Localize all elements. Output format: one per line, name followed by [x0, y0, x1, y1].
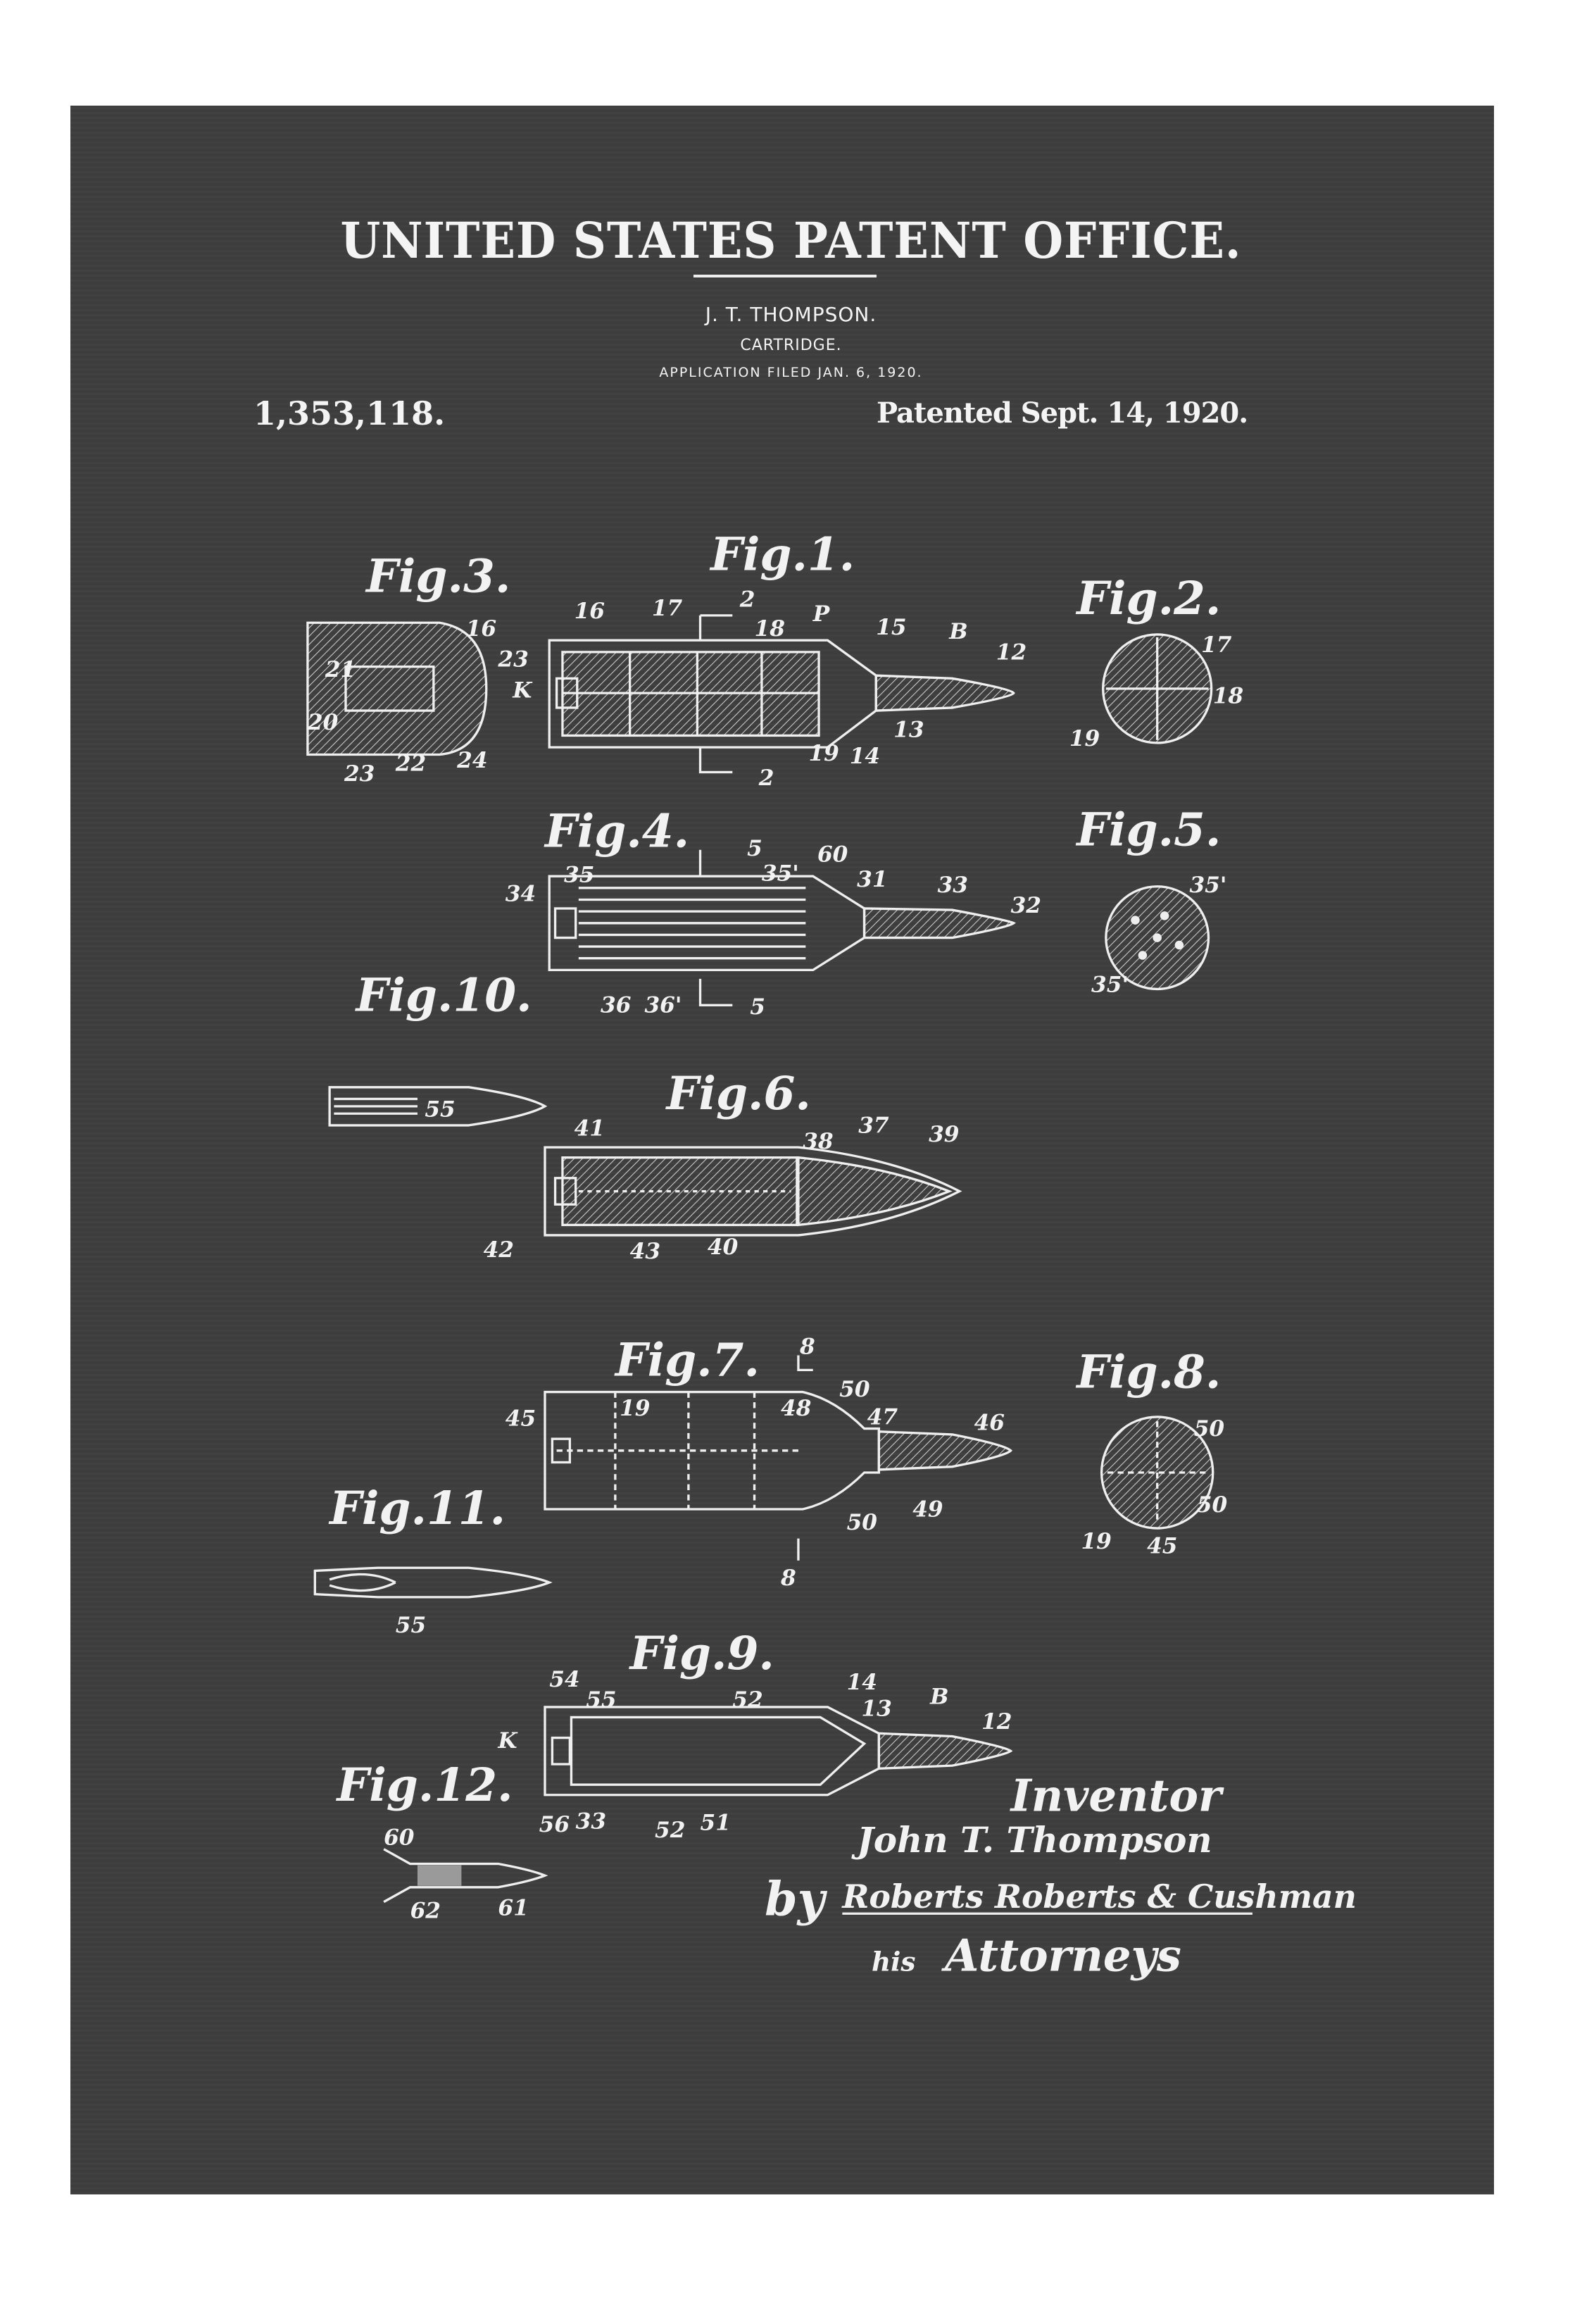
reference-numeral: 47 [867, 1404, 898, 1430]
reference-numeral: 31 [857, 867, 887, 892]
reference-numeral: 33 [938, 873, 968, 898]
reference-numeral: 35' [762, 861, 799, 886]
reference-numeral: 42 [484, 1237, 514, 1263]
reference-numeral: 50 [1197, 1492, 1228, 1518]
reference-numeral: 49 [912, 1497, 943, 1522]
reference-numeral: B [929, 1685, 948, 1710]
reference-numeral: 35' [1091, 973, 1129, 998]
reference-numeral: K [497, 1728, 518, 1754]
reference-numeral: 33 [576, 1809, 606, 1835]
reference-numeral: 37 [858, 1113, 889, 1138]
reference-numeral: 19 [620, 1396, 650, 1421]
reference-numeral: 35' [1189, 873, 1226, 898]
reference-numeral: 55 [396, 1613, 426, 1638]
figure-title: Fig.6. [665, 1067, 811, 1120]
reference-numeral: 45 [1147, 1533, 1177, 1558]
reference-numeral: 62 [410, 1899, 441, 1924]
reference-numeral: 5 [750, 994, 765, 1020]
figure-title: Fig.3. [365, 550, 510, 604]
reference-numeral: 17 [652, 596, 683, 621]
reference-numeral: 12 [996, 639, 1027, 665]
inventor-signature: John T. Thompson [851, 1819, 1212, 1861]
his-text: his [872, 1946, 916, 1977]
reference-numeral: 55 [425, 1097, 455, 1122]
reference-numeral: 19 [1081, 1529, 1111, 1554]
reference-numeral: 8 [780, 1566, 796, 1591]
reference-numeral: 48 [781, 1396, 811, 1421]
fig6-cartridge [545, 1147, 960, 1235]
by-text: by [765, 1870, 828, 1926]
reference-numeral: 41 [575, 1116, 605, 1141]
reference-numeral: 36' [644, 993, 682, 1018]
inventor-label: Inventor [1010, 1770, 1224, 1822]
reference-numeral: 34 [506, 882, 536, 907]
reference-numeral: 21 [325, 657, 356, 682]
figure-title: Fig.7. [614, 1334, 760, 1387]
reference-numeral: 13 [861, 1696, 891, 1721]
reference-numeral: 39 [929, 1122, 959, 1147]
reference-numeral: 52 [732, 1687, 762, 1713]
reference-numeral: 18 [755, 616, 785, 642]
reference-numeral: 46 [974, 1411, 1005, 1436]
reference-numeral: 38 [803, 1129, 833, 1154]
reference-numeral: K [512, 677, 533, 703]
fig2-cross-section [1103, 635, 1212, 743]
reference-numeral: 16 [575, 599, 605, 624]
reference-numeral: 56 [539, 1812, 570, 1837]
reference-numeral: 2 [758, 766, 774, 791]
reference-numeral: 5 [747, 836, 762, 861]
figure-title: Fig.8. [1075, 1345, 1221, 1399]
reference-numeral: 51 [701, 1811, 731, 1836]
reference-numeral: 2 [739, 587, 755, 612]
figure-title: Fig.4. [544, 805, 689, 858]
reference-numeral: 50 [847, 1510, 878, 1535]
reference-numeral: P [812, 601, 831, 627]
reference-numeral: 36 [601, 993, 631, 1018]
reference-numeral: 18 [1213, 684, 1243, 709]
reference-numeral: 55 [586, 1687, 616, 1713]
reference-numeral: 50 [839, 1377, 870, 1402]
figure-title: Fig.12. [336, 1758, 513, 1812]
attorneys-label: Attorneys [941, 1929, 1181, 1981]
reference-numeral: 54 [549, 1667, 579, 1692]
reference-numeral: 52 [655, 1818, 685, 1843]
figure-title: Fig.11. [328, 1482, 506, 1535]
figure-title: Fig.9. [629, 1627, 774, 1680]
fig12-bullet [384, 1849, 545, 1902]
reference-numeral: 12 [981, 1709, 1012, 1735]
reference-numeral: 8 [799, 1334, 815, 1359]
signature-block: Inventor John T. Thompson by Roberts Rob… [765, 1770, 1357, 1982]
reference-numeral: 17 [1201, 632, 1232, 658]
reference-numeral: 23 [344, 761, 375, 787]
reference-numeral: 45 [506, 1406, 536, 1431]
reference-numeral: 61 [498, 1895, 528, 1920]
fig11-bullet [315, 1568, 549, 1597]
reference-numeral: 60 [384, 1825, 415, 1850]
reference-numeral: 35 [564, 863, 594, 888]
reference-numeral: 14 [850, 744, 880, 769]
reference-numeral: 16 [466, 616, 496, 642]
reference-numeral: 15 [876, 615, 906, 640]
reference-numeral: 50 [1194, 1416, 1225, 1442]
reference-numeral: 19 [808, 741, 839, 766]
figure-title: Fig.1. [709, 527, 855, 581]
reference-numeral: 32 [1011, 893, 1041, 918]
reference-numeral: 13 [893, 718, 924, 743]
reference-numeral: 24 [456, 748, 487, 773]
reference-numeral: 14 [847, 1670, 877, 1695]
figure-title: Fig.10. [355, 969, 532, 1023]
reference-numeral: 40 [708, 1235, 739, 1260]
reference-numeral: 23 [497, 647, 528, 673]
fig9-cartridge [545, 1707, 1011, 1795]
reference-numeral: 22 [395, 751, 426, 776]
figure-title: Fig.5. [1075, 804, 1221, 857]
attorneys-signature: Roberts Roberts & Cushman [841, 1878, 1357, 1916]
reference-numeral: 43 [630, 1239, 660, 1264]
reference-numeral: 20 [307, 710, 339, 735]
reference-numeral: B [948, 619, 967, 644]
reference-numeral: 19 [1069, 726, 1100, 751]
reference-numeral: 60 [817, 842, 848, 867]
figure-title: Fig.2. [1075, 572, 1221, 625]
